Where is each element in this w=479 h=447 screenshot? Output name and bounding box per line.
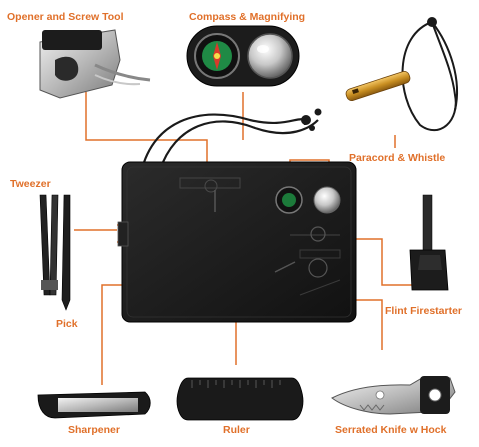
compass-magnifier-graphic (186, 25, 300, 87)
label-tweezer: Tweezer (10, 178, 51, 190)
label-paracord: Paracord & Whistle (349, 152, 446, 164)
label-opener: Opener and Screw Tool (7, 11, 124, 23)
leader-flint (356, 238, 413, 286)
paracord-knot (301, 108, 322, 131)
paracord-strings (138, 113, 319, 179)
label-flint: Flint Firestarter (385, 305, 463, 317)
sharpener-graphic (37, 391, 151, 419)
tweezer-graphic (39, 194, 71, 311)
knife-graphic (331, 376, 456, 415)
ruler-graphic (176, 377, 304, 421)
card-lens (313, 186, 341, 214)
label-knife: Serrated Knife w Hock (335, 424, 447, 436)
label-sharpener: Sharpener (68, 424, 120, 436)
label-ruler: Ruler (223, 424, 250, 436)
leader-opener (85, 92, 208, 165)
leader-knife (356, 299, 383, 350)
label-compass: Compass & Magnifying (189, 11, 306, 23)
paracord-whistle-graphic (345, 17, 459, 132)
label-pick: Pick (56, 318, 78, 330)
opener-tool-graphic (39, 29, 151, 99)
flint-graphic (409, 194, 449, 291)
survival-card (117, 161, 357, 323)
